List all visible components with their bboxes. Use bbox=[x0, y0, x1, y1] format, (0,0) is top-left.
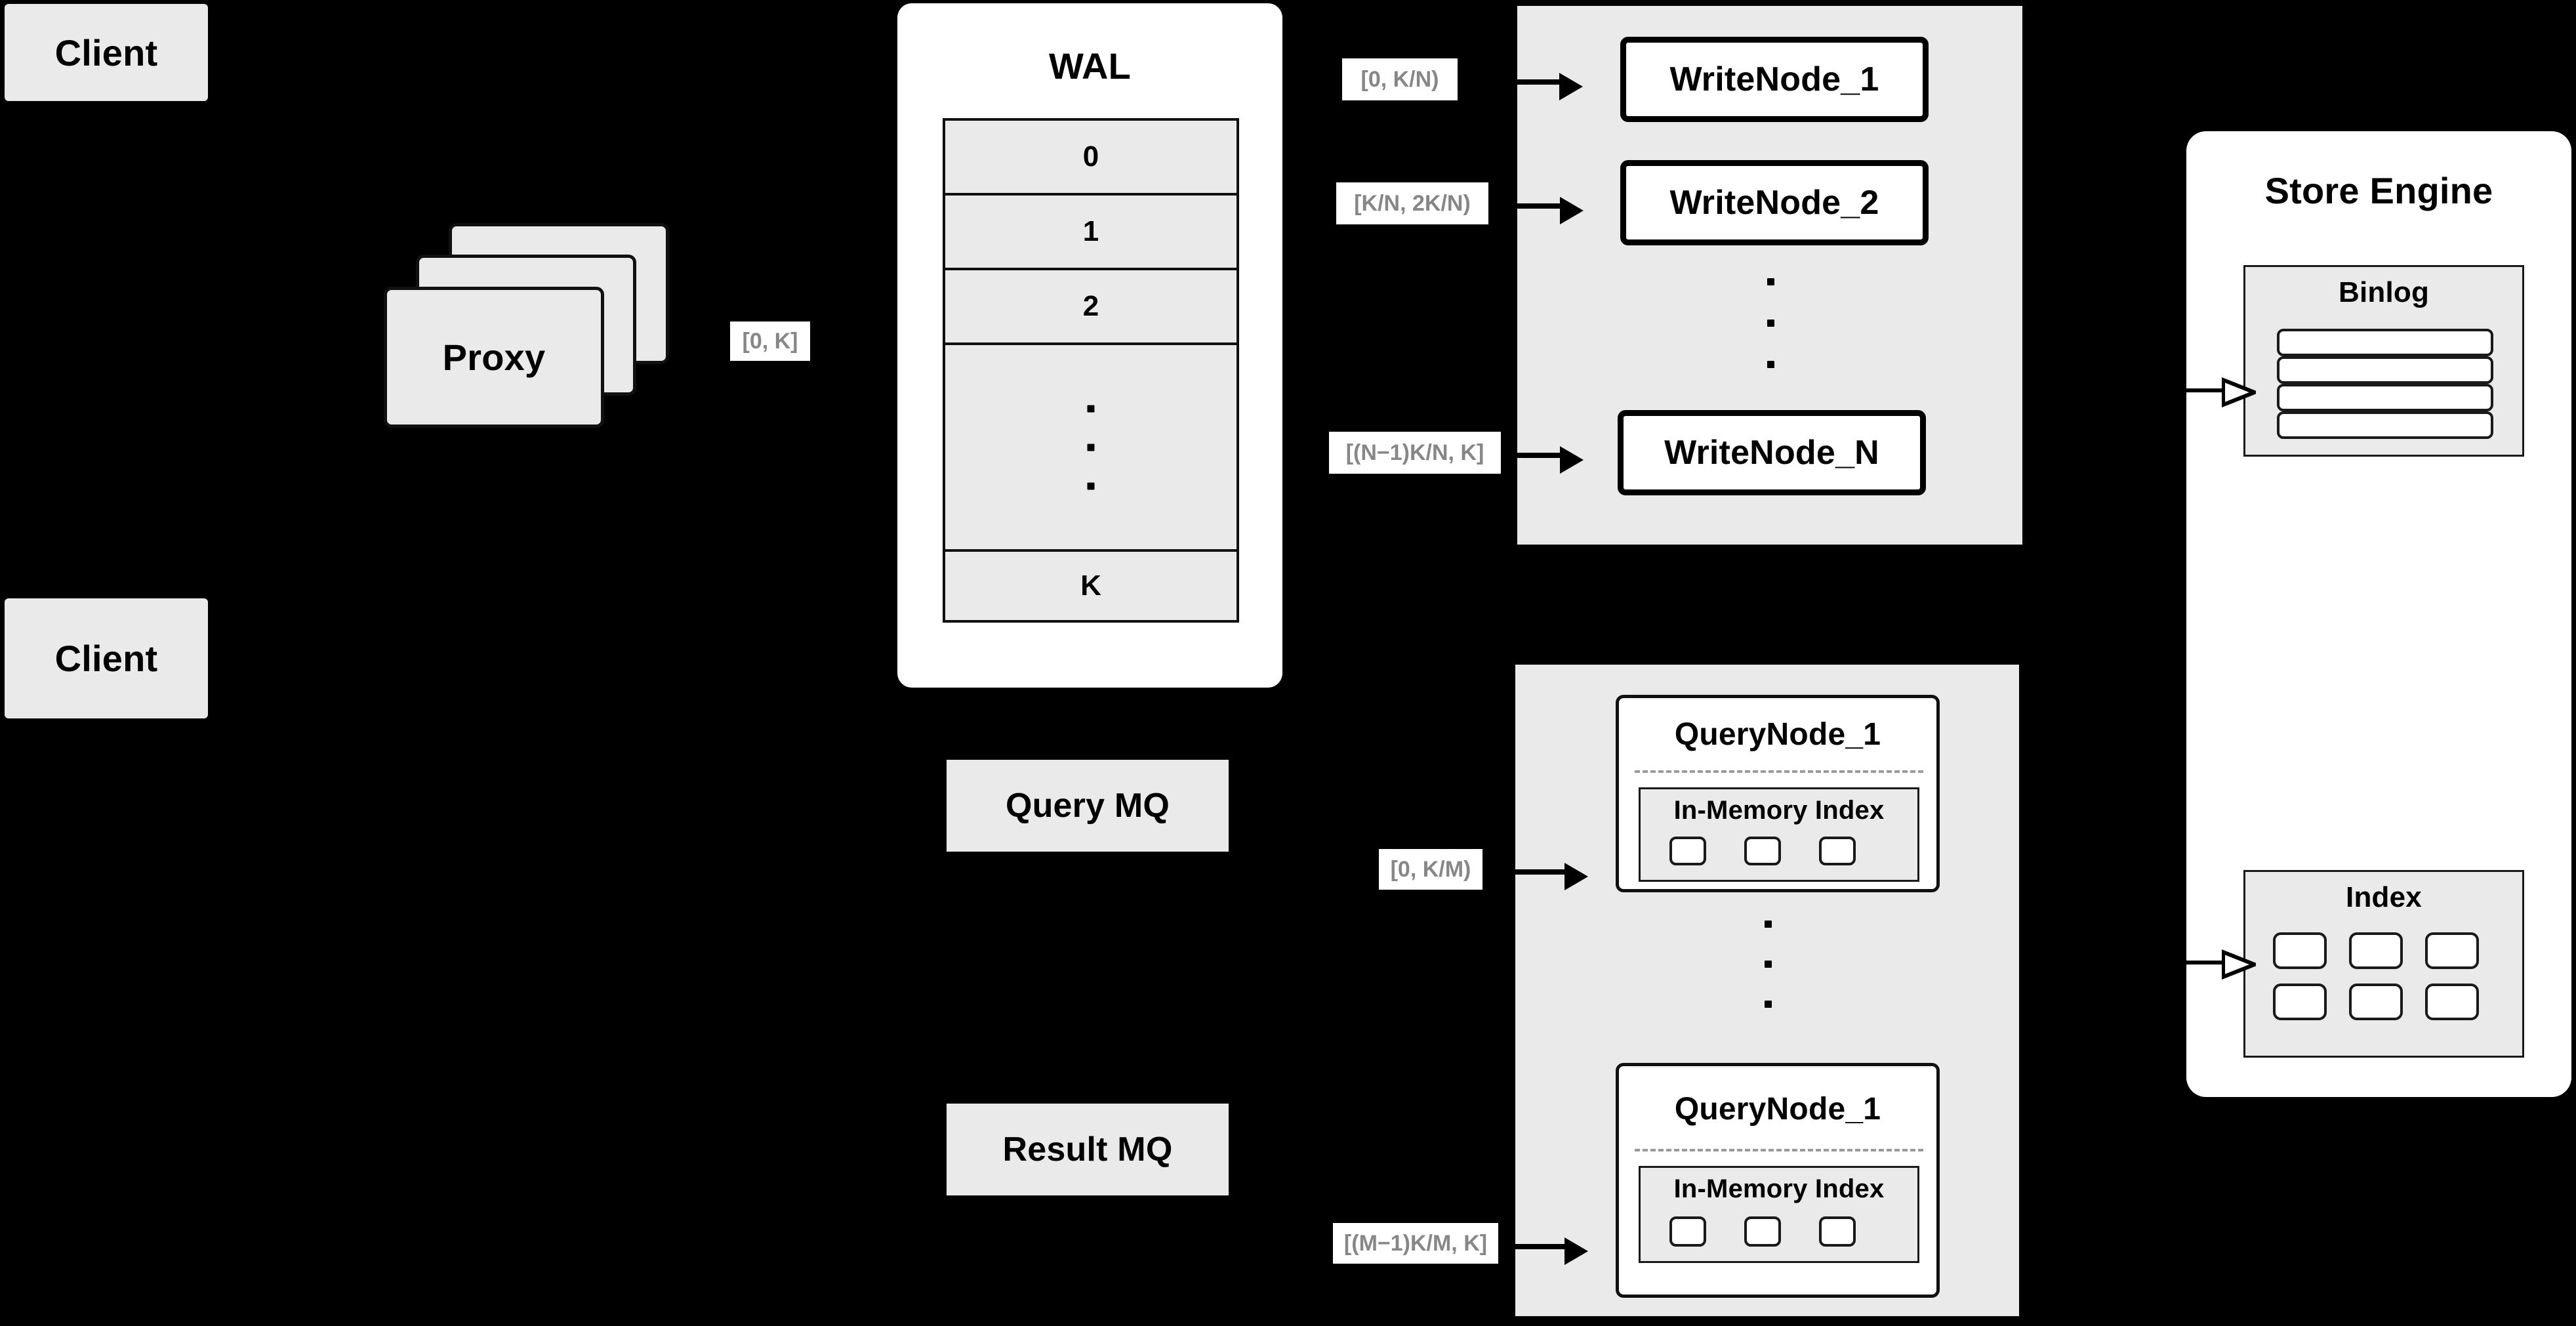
index-cell bbox=[2273, 932, 2327, 969]
index-cell bbox=[2349, 984, 2403, 1020]
wal-row-ellipsis bbox=[945, 345, 1237, 552]
write-node-n-range-tag: [(N−1)K/N, K] bbox=[1329, 432, 1501, 474]
index-inbound-arrow bbox=[2186, 949, 2256, 980]
index-container: Index bbox=[2243, 870, 2524, 1058]
write-node-n-box[interactable]: WriteNode_N bbox=[1618, 410, 1926, 495]
index-cell bbox=[2425, 932, 2479, 969]
binlog-label: Binlog bbox=[2338, 276, 2430, 308]
wal-row: 2 bbox=[945, 270, 1237, 345]
query-node-m-range-tag: [(M−1)K/M, K] bbox=[1333, 1223, 1498, 1264]
write-node-2-box[interactable]: WriteNode_2 bbox=[1620, 160, 1929, 245]
memory-index-chip bbox=[1744, 837, 1781, 865]
memory-index-chip bbox=[1669, 1216, 1706, 1247]
query-node-1-memory-index: In-Memory Index bbox=[1639, 787, 1919, 882]
binlog-container: Binlog bbox=[2243, 265, 2524, 457]
memory-index-label: In-Memory Index bbox=[1673, 796, 1885, 825]
memory-index-chip bbox=[1819, 1216, 1856, 1247]
query-node-1-box[interactable]: QueryNode_1 In-Memory Index bbox=[1616, 695, 1940, 892]
store-engine-title: Store Engine bbox=[2264, 170, 2493, 211]
query-node-1-divider bbox=[1635, 770, 1923, 773]
query-node-m-label: QueryNode_1 bbox=[1674, 1092, 1881, 1127]
binlog-row bbox=[2277, 356, 2493, 384]
index-cell bbox=[2273, 984, 2327, 1020]
query-node-m-arrow bbox=[1507, 1237, 1588, 1265]
index-cell bbox=[2349, 932, 2403, 969]
write-node-2-range-tag: [K/N, 2K/N) bbox=[1336, 182, 1488, 224]
binlog-inbound-arrow bbox=[2186, 377, 2256, 408]
query-node-m-box[interactable]: QueryNode_1 In-Memory Index bbox=[1616, 1063, 1940, 1298]
index-cell bbox=[2425, 984, 2479, 1020]
query-node-1-label: QueryNode_1 bbox=[1674, 717, 1881, 752]
query-node-m-memory-index: In-Memory Index bbox=[1639, 1166, 1919, 1263]
query-node-1-range-tag: [0, K/M) bbox=[1379, 849, 1482, 890]
memory-index-label: In-Memory Index bbox=[1673, 1174, 1885, 1203]
wal-row: 0 bbox=[945, 121, 1237, 196]
query-node-1-arrow bbox=[1492, 863, 1588, 890]
write-node-n-arrow bbox=[1507, 446, 1584, 474]
write-cluster-vertical-ellipsis-icon bbox=[1767, 278, 1774, 368]
hollow-arrowhead-icon bbox=[2222, 949, 2256, 980]
wal-row: 1 bbox=[945, 196, 1237, 270]
index-label: Index bbox=[2346, 881, 2422, 913]
query-mq-box[interactable]: Query MQ bbox=[947, 760, 1229, 852]
proxy-card-front[interactable]: Proxy bbox=[384, 287, 604, 428]
result-mq-box[interactable]: Result MQ bbox=[947, 1104, 1229, 1195]
binlog-row bbox=[2277, 384, 2493, 411]
query-node-m-divider bbox=[1635, 1149, 1923, 1151]
write-node-1-arrow bbox=[1467, 73, 1583, 100]
memory-index-chip bbox=[1744, 1216, 1781, 1247]
query-cluster-vertical-ellipsis-icon bbox=[1765, 921, 1772, 1008]
wal-title: WAL bbox=[1048, 45, 1131, 87]
write-node-1-box[interactable]: WriteNode_1 bbox=[1620, 37, 1929, 122]
client-box-1[interactable]: Client bbox=[5, 4, 208, 101]
binlog-row bbox=[2277, 329, 2493, 356]
memory-index-chip bbox=[1669, 837, 1706, 865]
proxy-out-range-tag: [0, K] bbox=[730, 321, 810, 361]
write-node-1-range-tag: [0, K/N) bbox=[1342, 58, 1458, 100]
binlog-row bbox=[2277, 411, 2493, 439]
wal-table: 0 1 2 K bbox=[943, 118, 1239, 623]
wal-vertical-ellipsis-icon bbox=[1087, 405, 1095, 489]
hollow-arrowhead-icon bbox=[2222, 377, 2256, 408]
wal-row: K bbox=[945, 552, 1237, 620]
client-box-2[interactable]: Client bbox=[5, 598, 208, 718]
memory-index-chip bbox=[1819, 837, 1856, 865]
write-node-2-arrow bbox=[1498, 197, 1584, 224]
